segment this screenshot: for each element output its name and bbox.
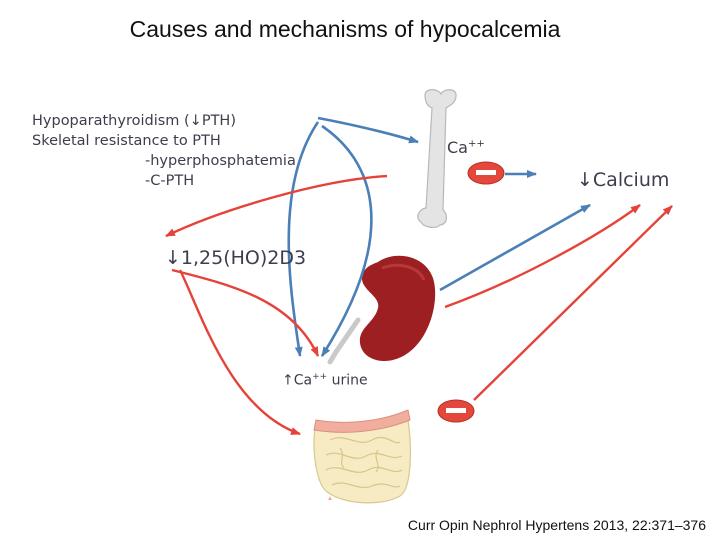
citation: Curr Opin Nephrol Hypertens 2013, 22:371… (407, 517, 706, 533)
arrow-vitamin-d-to-urine (171, 268, 320, 357)
bone-calcium-text: Ca (447, 138, 468, 157)
minus-sign-icon (467, 161, 505, 185)
arrow-kidney-to-calcium-red (444, 204, 641, 309)
page-title: Causes and mechanisms of hypocalcemia (129, 16, 561, 42)
intestine-icon (313, 409, 411, 504)
bone-calcium-label: Ca++ (447, 138, 485, 157)
cause-hyperphosphatemia: -hyperphosphatemia (145, 153, 296, 169)
arrow-vitamin-d-to-intestine (178, 269, 301, 436)
urine-calcium-charge: ++ (312, 372, 328, 382)
bone-icon (417, 89, 457, 228)
arrow-causes-to-bone (317, 116, 419, 144)
arrow-causes-to-urine-a (320, 124, 373, 357)
arrow-intestine-to-calcium (473, 205, 673, 401)
cause-hypoparathyroidism: Hypoparathyroidism (↓PTH) (32, 113, 236, 129)
urine-text: urine (327, 372, 368, 389)
urine-calcium-arrow: ↑Ca (282, 372, 313, 389)
serum-calcium-label: ↓Calcium (577, 169, 670, 191)
bone-calcium-charge: ++ (467, 138, 485, 150)
vitamin-d-label: ↓1,25(HO)2D3 (165, 247, 307, 269)
arrow-kidney-to-calcium (439, 203, 591, 292)
cause-c-pth: -C-PTH (145, 173, 195, 189)
arrow-causes-to-vitamin-d (165, 174, 388, 238)
kidney-icon (327, 255, 436, 365)
urine-calcium-label: ↑Ca++ urine (282, 372, 368, 389)
arrow-causes-to-urine-b (287, 121, 320, 357)
cause-skeletal-resistance: Skeletal resistance to PTH (32, 133, 221, 149)
minus-sign-icon (437, 399, 475, 423)
